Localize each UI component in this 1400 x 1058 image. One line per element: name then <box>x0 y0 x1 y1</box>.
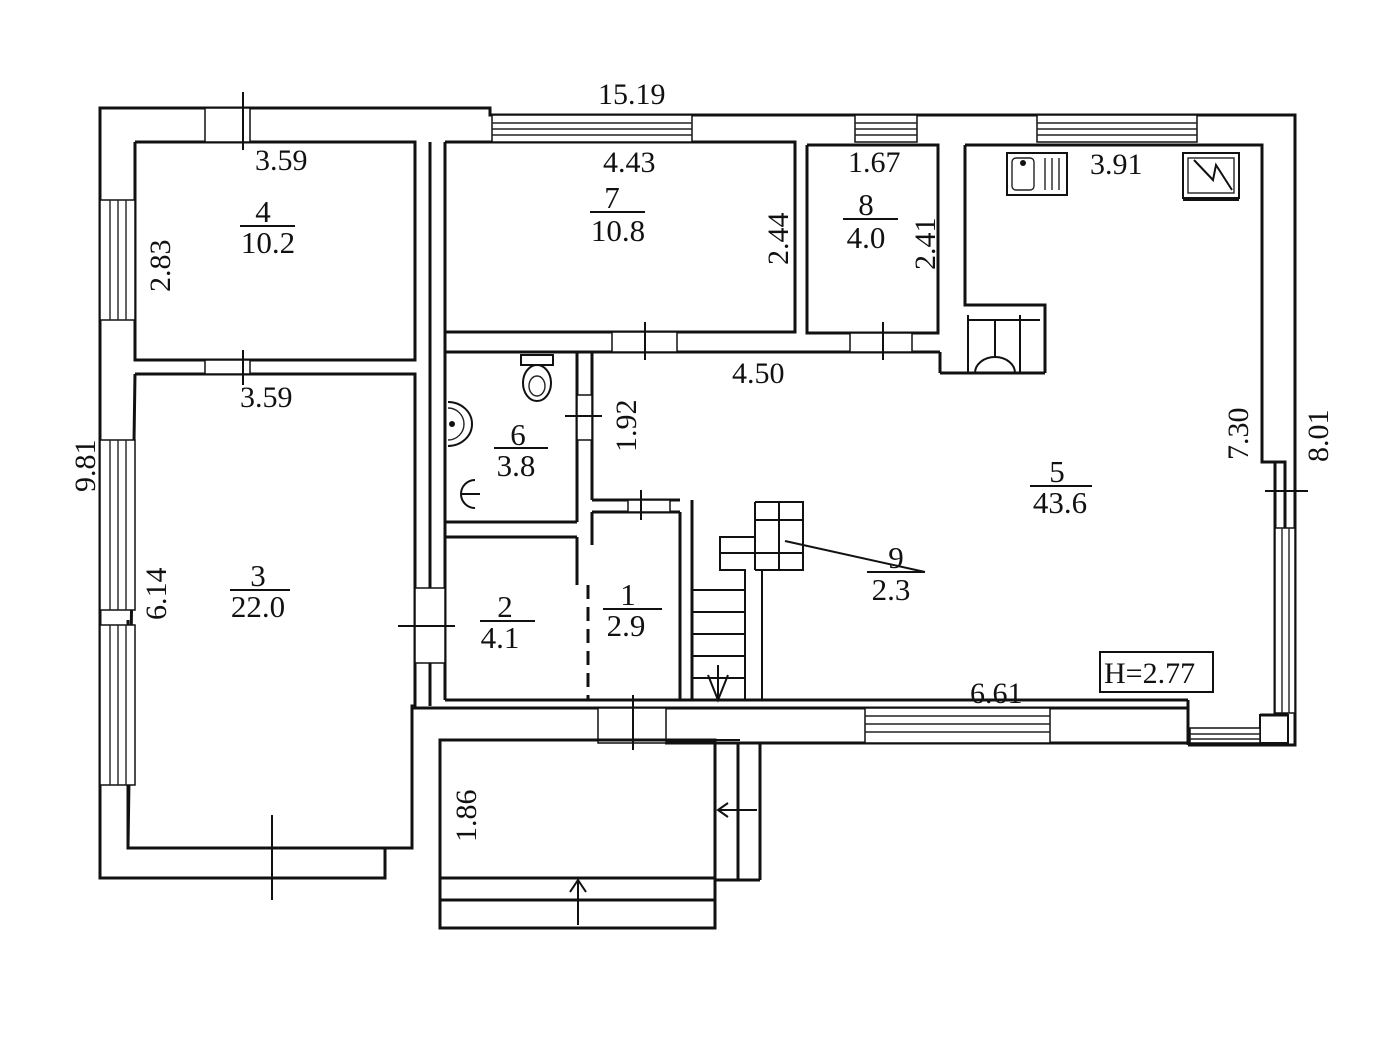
overall-width-dim: 15.19 <box>598 78 666 111</box>
svg-text:8: 8 <box>858 187 874 222</box>
staircase <box>692 501 926 703</box>
shower-icon <box>460 479 480 509</box>
stove-icon <box>1182 152 1240 201</box>
svg-text:4.0: 4.0 <box>847 220 886 255</box>
room3-depth-dim: 6.14 <box>140 568 173 621</box>
svg-text:4: 4 <box>255 194 271 229</box>
ceiling-height-box: H=2.77 <box>1099 651 1214 693</box>
svg-text:2.3: 2.3 <box>872 572 911 607</box>
right-depth-dim: 8.01 <box>1302 410 1335 463</box>
sink-icon <box>1006 152 1068 196</box>
svg-text:3.8: 3.8 <box>497 448 536 483</box>
svg-text:22.0: 22.0 <box>231 589 285 624</box>
svg-text:43.6: 43.6 <box>1033 485 1087 520</box>
room7-depth-dim: 2.44 <box>762 213 795 266</box>
svg-text:1: 1 <box>620 577 636 612</box>
svg-text:3: 3 <box>250 558 266 593</box>
washbasin-icon <box>447 401 473 447</box>
room4-width-dim: 3.59 <box>255 144 308 177</box>
room-5-label: 5 43.6 <box>1030 454 1092 520</box>
room-8-label: 8 4.0 <box>843 187 898 255</box>
fixtures <box>447 152 1240 509</box>
room-9-label: 9 2.3 <box>867 540 925 607</box>
window-bottom-1 <box>864 707 1051 744</box>
room-4-label: 4 10.2 <box>240 194 295 260</box>
room-1-label: 1 2.9 <box>603 577 662 643</box>
room3-width-dim: 3.59 <box>240 381 293 414</box>
interior-walls <box>412 142 1277 745</box>
svg-text:H=2.77: H=2.77 <box>1104 657 1195 690</box>
overall-depth-dim: 9.81 <box>69 440 102 493</box>
room-2-label: 2 4.1 <box>480 589 535 655</box>
room-6-label: 6 3.8 <box>494 417 548 483</box>
porch <box>438 738 762 930</box>
room8-depth-dim: 2.41 <box>909 218 942 271</box>
svg-text:10.2: 10.2 <box>241 225 295 260</box>
outer-walls <box>98 106 1297 880</box>
window-corner <box>1189 727 1261 744</box>
svg-text:6: 6 <box>510 417 526 452</box>
hall-width-dim: 4.50 <box>732 357 785 390</box>
svg-text:10.8: 10.8 <box>591 213 645 248</box>
svg-text:9: 9 <box>888 540 904 575</box>
svg-text:7: 7 <box>604 180 620 215</box>
room5-bottom-width-dim: 6.61 <box>970 677 1023 710</box>
room5-depth-dim: 7.30 <box>1222 408 1255 461</box>
doors <box>204 92 1308 900</box>
window-right-1 <box>1274 527 1296 714</box>
room6-depth-dim: 1.92 <box>610 400 643 453</box>
room-7-label: 7 10.8 <box>590 180 645 248</box>
kitchen-width-dim: 3.91 <box>1090 148 1143 181</box>
porch-depth-dim: 1.86 <box>450 790 483 843</box>
room-3-label: 3 22.0 <box>230 558 290 624</box>
room8-width-dim: 1.67 <box>848 146 901 179</box>
svg-text:2: 2 <box>497 589 513 624</box>
toilet-icon <box>520 354 554 402</box>
windows <box>99 107 1296 786</box>
svg-text:2.9: 2.9 <box>607 608 646 643</box>
svg-text:4.1: 4.1 <box>481 620 520 655</box>
svg-text:5: 5 <box>1049 454 1065 489</box>
room7-width-dim: 4.43 <box>603 146 656 179</box>
heater-icon <box>967 315 1040 374</box>
room-labels: 4 10.2 7 10.8 8 4.0 6 3.8 5 43.6 9 2.3 <box>230 180 1092 655</box>
room4-depth-dim: 2.83 <box>144 240 177 293</box>
dimension-labels: 15.19 3.59 4.43 1.67 3.91 3.59 4.50 6.61… <box>69 78 1335 842</box>
